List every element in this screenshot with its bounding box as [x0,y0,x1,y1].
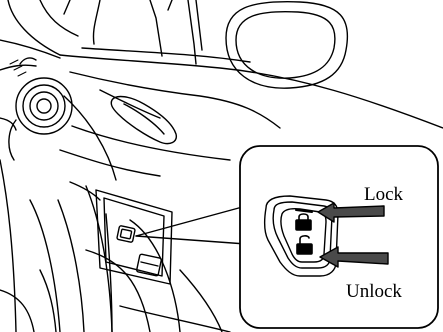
door-lock-switch[interactable] [117,225,136,242]
lock-label: Lock [364,185,403,204]
inner-door-handle [111,97,176,144]
air-vent [0,78,72,160]
unlock-label: Unlock [346,282,402,301]
callout-leader [136,206,246,244]
side-mirror [226,2,347,88]
speaker-grille [10,60,26,76]
